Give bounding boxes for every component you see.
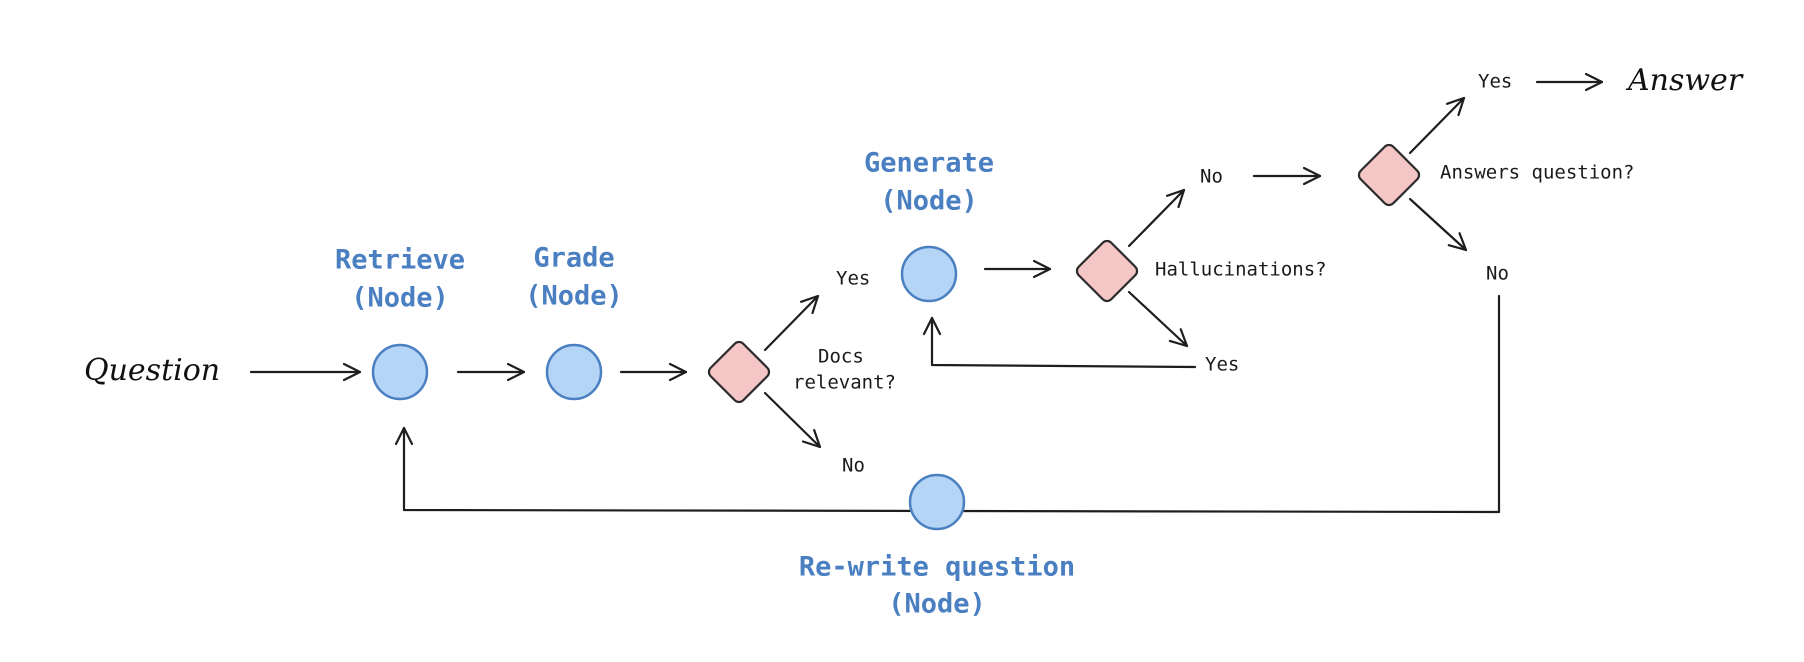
rewrite-label-title: Re-write question xyxy=(799,552,1075,583)
answers-question-decision xyxy=(1357,143,1421,207)
rewrite-label-subtitle: (Node) xyxy=(888,589,986,620)
edge-hallucinations-no xyxy=(1127,188,1186,248)
generate-node xyxy=(900,245,958,303)
edge-answers-yes xyxy=(1408,96,1466,155)
generate-label-subtitle: (Node) xyxy=(880,186,978,217)
edge-docs-yes xyxy=(763,294,820,352)
hallucinations-no-label: No xyxy=(1200,166,1223,188)
edge-answers-no xyxy=(1408,197,1468,252)
question-input-label: Question xyxy=(84,353,220,388)
answers-yes-label: Yes xyxy=(1478,71,1512,93)
retrieve-label-title: Retrieve xyxy=(335,245,465,276)
hallucinations-decision xyxy=(1075,239,1139,303)
edge-hallucinations-yes xyxy=(1127,290,1189,348)
retrieve-label-subtitle: (Node) xyxy=(351,283,449,314)
grade-node xyxy=(545,343,603,401)
grade-label-title: Grade xyxy=(533,243,614,274)
generate-label-title: Generate xyxy=(864,148,994,179)
docs-no-label: No xyxy=(842,455,865,477)
answers-question-label: Answers question? xyxy=(1440,162,1634,184)
hallucinations-label: Hallucinations? xyxy=(1155,259,1327,281)
edge-hallucinations-yes-loop-to-generate xyxy=(922,316,1197,369)
docs-relevant-label-line1: Docs xyxy=(818,346,864,368)
retrieve-node xyxy=(371,343,429,401)
edge-docs-no xyxy=(763,391,822,449)
docs-relevant-label-line2: relevant? xyxy=(793,372,896,394)
hallucinations-yes-label: Yes xyxy=(1205,354,1239,376)
grade-label-subtitle: (Node) xyxy=(525,281,623,312)
answers-no-label: No xyxy=(1486,263,1509,285)
docs-yes-label: Yes xyxy=(836,268,870,290)
docs-relevant-decision xyxy=(707,340,771,404)
rewrite-node xyxy=(908,473,966,531)
answer-output-label: Answer xyxy=(1625,63,1744,98)
